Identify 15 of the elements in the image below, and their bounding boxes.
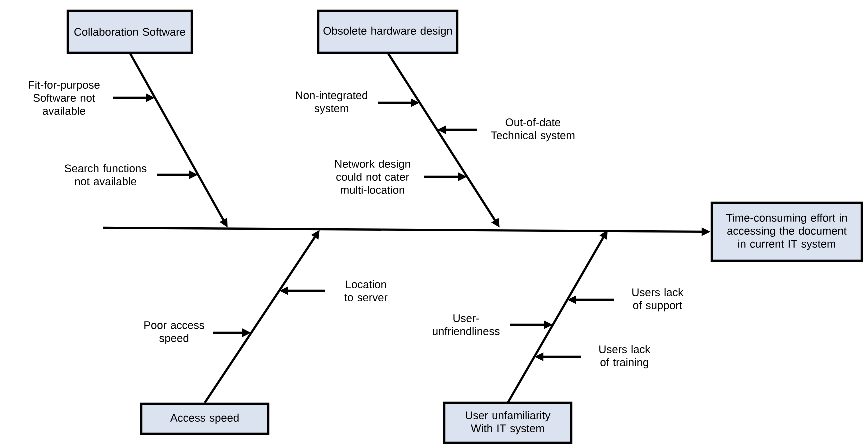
- cause-label: Search functions not available: [65, 164, 147, 186]
- cause-label: Fit-for-purpose Software not available: [29, 80, 100, 116]
- cause-label: Users lack of training: [600, 345, 651, 369]
- cause-label: Non-integrated system: [296, 91, 368, 115]
- cause-label: Location to server: [344, 280, 388, 302]
- effect-box: Time-consuming effort in accessing the document in current IT system: [710, 202, 864, 262]
- cause-label: Poor access speed: [144, 322, 204, 344]
- category-box: Collaboration Software: [66, 10, 194, 54]
- cause-label: Users lack of support: [632, 288, 684, 312]
- cause-label: Out-of-date Technical system: [491, 118, 575, 142]
- cause-label: User-unfriendliness: [433, 314, 500, 336]
- cause-label: Network design could not cater multi-location: [336, 160, 410, 194]
- category-box: Access speed: [140, 402, 270, 436]
- category-box: User unfamiliarity With IT system: [443, 402, 573, 444]
- category-box: Obsolete hardware design: [317, 10, 459, 54]
